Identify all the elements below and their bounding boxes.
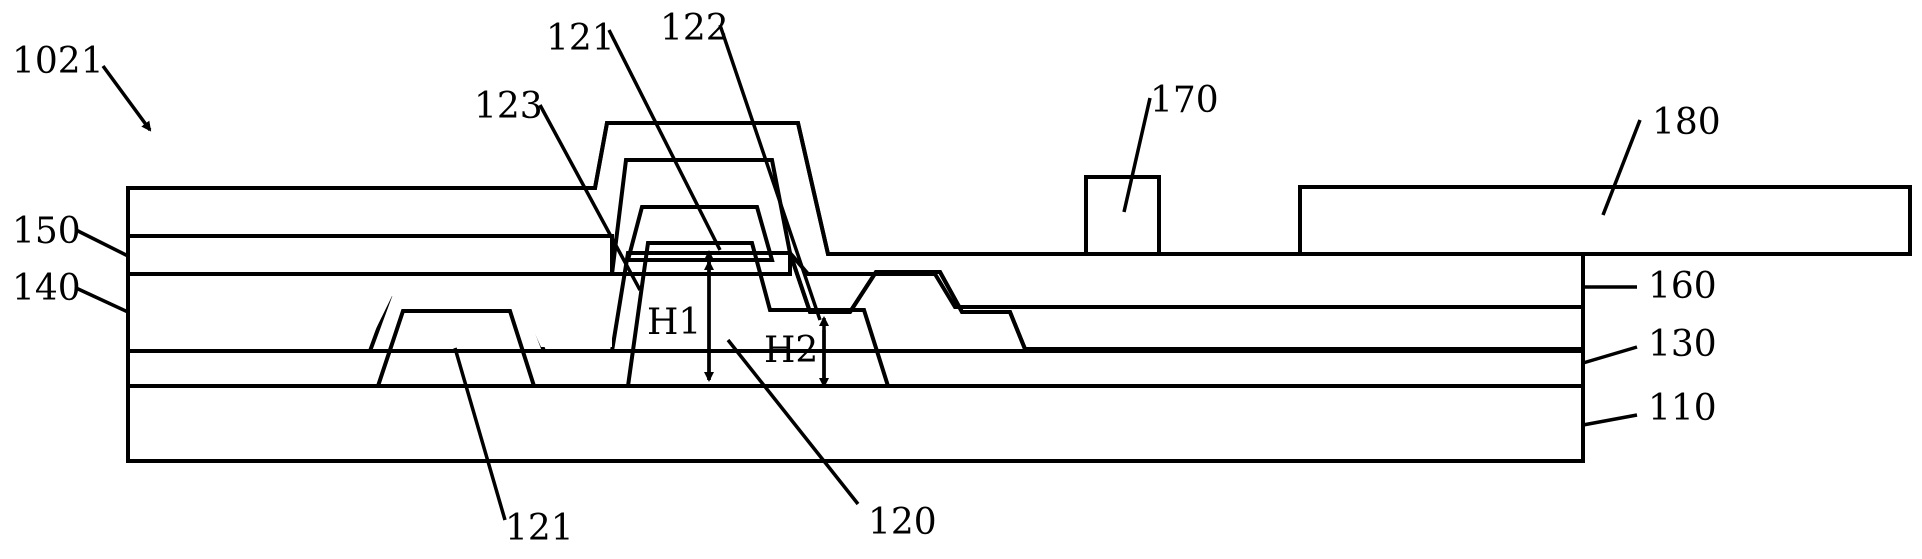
label-122: 122 [660,8,729,49]
label-130: 130 [1648,324,1717,365]
leader-150 [75,228,129,258]
leader-140 [75,286,129,314]
leader-130 [1582,345,1638,365]
planarization-top-outline [128,121,1583,256]
substrate-layer-110 [126,384,1585,463]
label-121-top: 121 [546,18,615,59]
element-170 [1084,175,1161,256]
leader-180 [1601,119,1642,216]
label-h1: H1 [647,302,701,343]
label-110: 110 [1648,388,1717,429]
label-1021: 1021 [12,41,104,82]
layer-122-right-slope [788,251,1585,351]
label-170: 170 [1150,80,1219,121]
label-180: 180 [1652,102,1721,143]
leader-121-bottom [453,347,507,521]
gate-121-left [375,309,537,388]
leader-121-top [607,29,722,251]
label-121-bottom: 121 [505,508,574,549]
label-160: 160 [1648,266,1717,307]
label-123: 123 [474,86,543,127]
label-120: 120 [868,502,937,543]
leader-170 [1122,97,1152,213]
label-140: 140 [12,268,81,309]
label-150: 150 [12,211,81,252]
leader-123 [538,104,642,291]
insulating-layer-130 [126,349,1585,388]
label-h2: H2 [764,330,818,371]
leader-120 [726,338,860,506]
leader-122 [718,24,822,321]
pointer-arrow-1021 [101,64,152,132]
element-180 [1298,185,1912,256]
layer-123 [625,205,775,262]
active-layer-120 [625,241,891,388]
leader-110 [1582,413,1638,427]
